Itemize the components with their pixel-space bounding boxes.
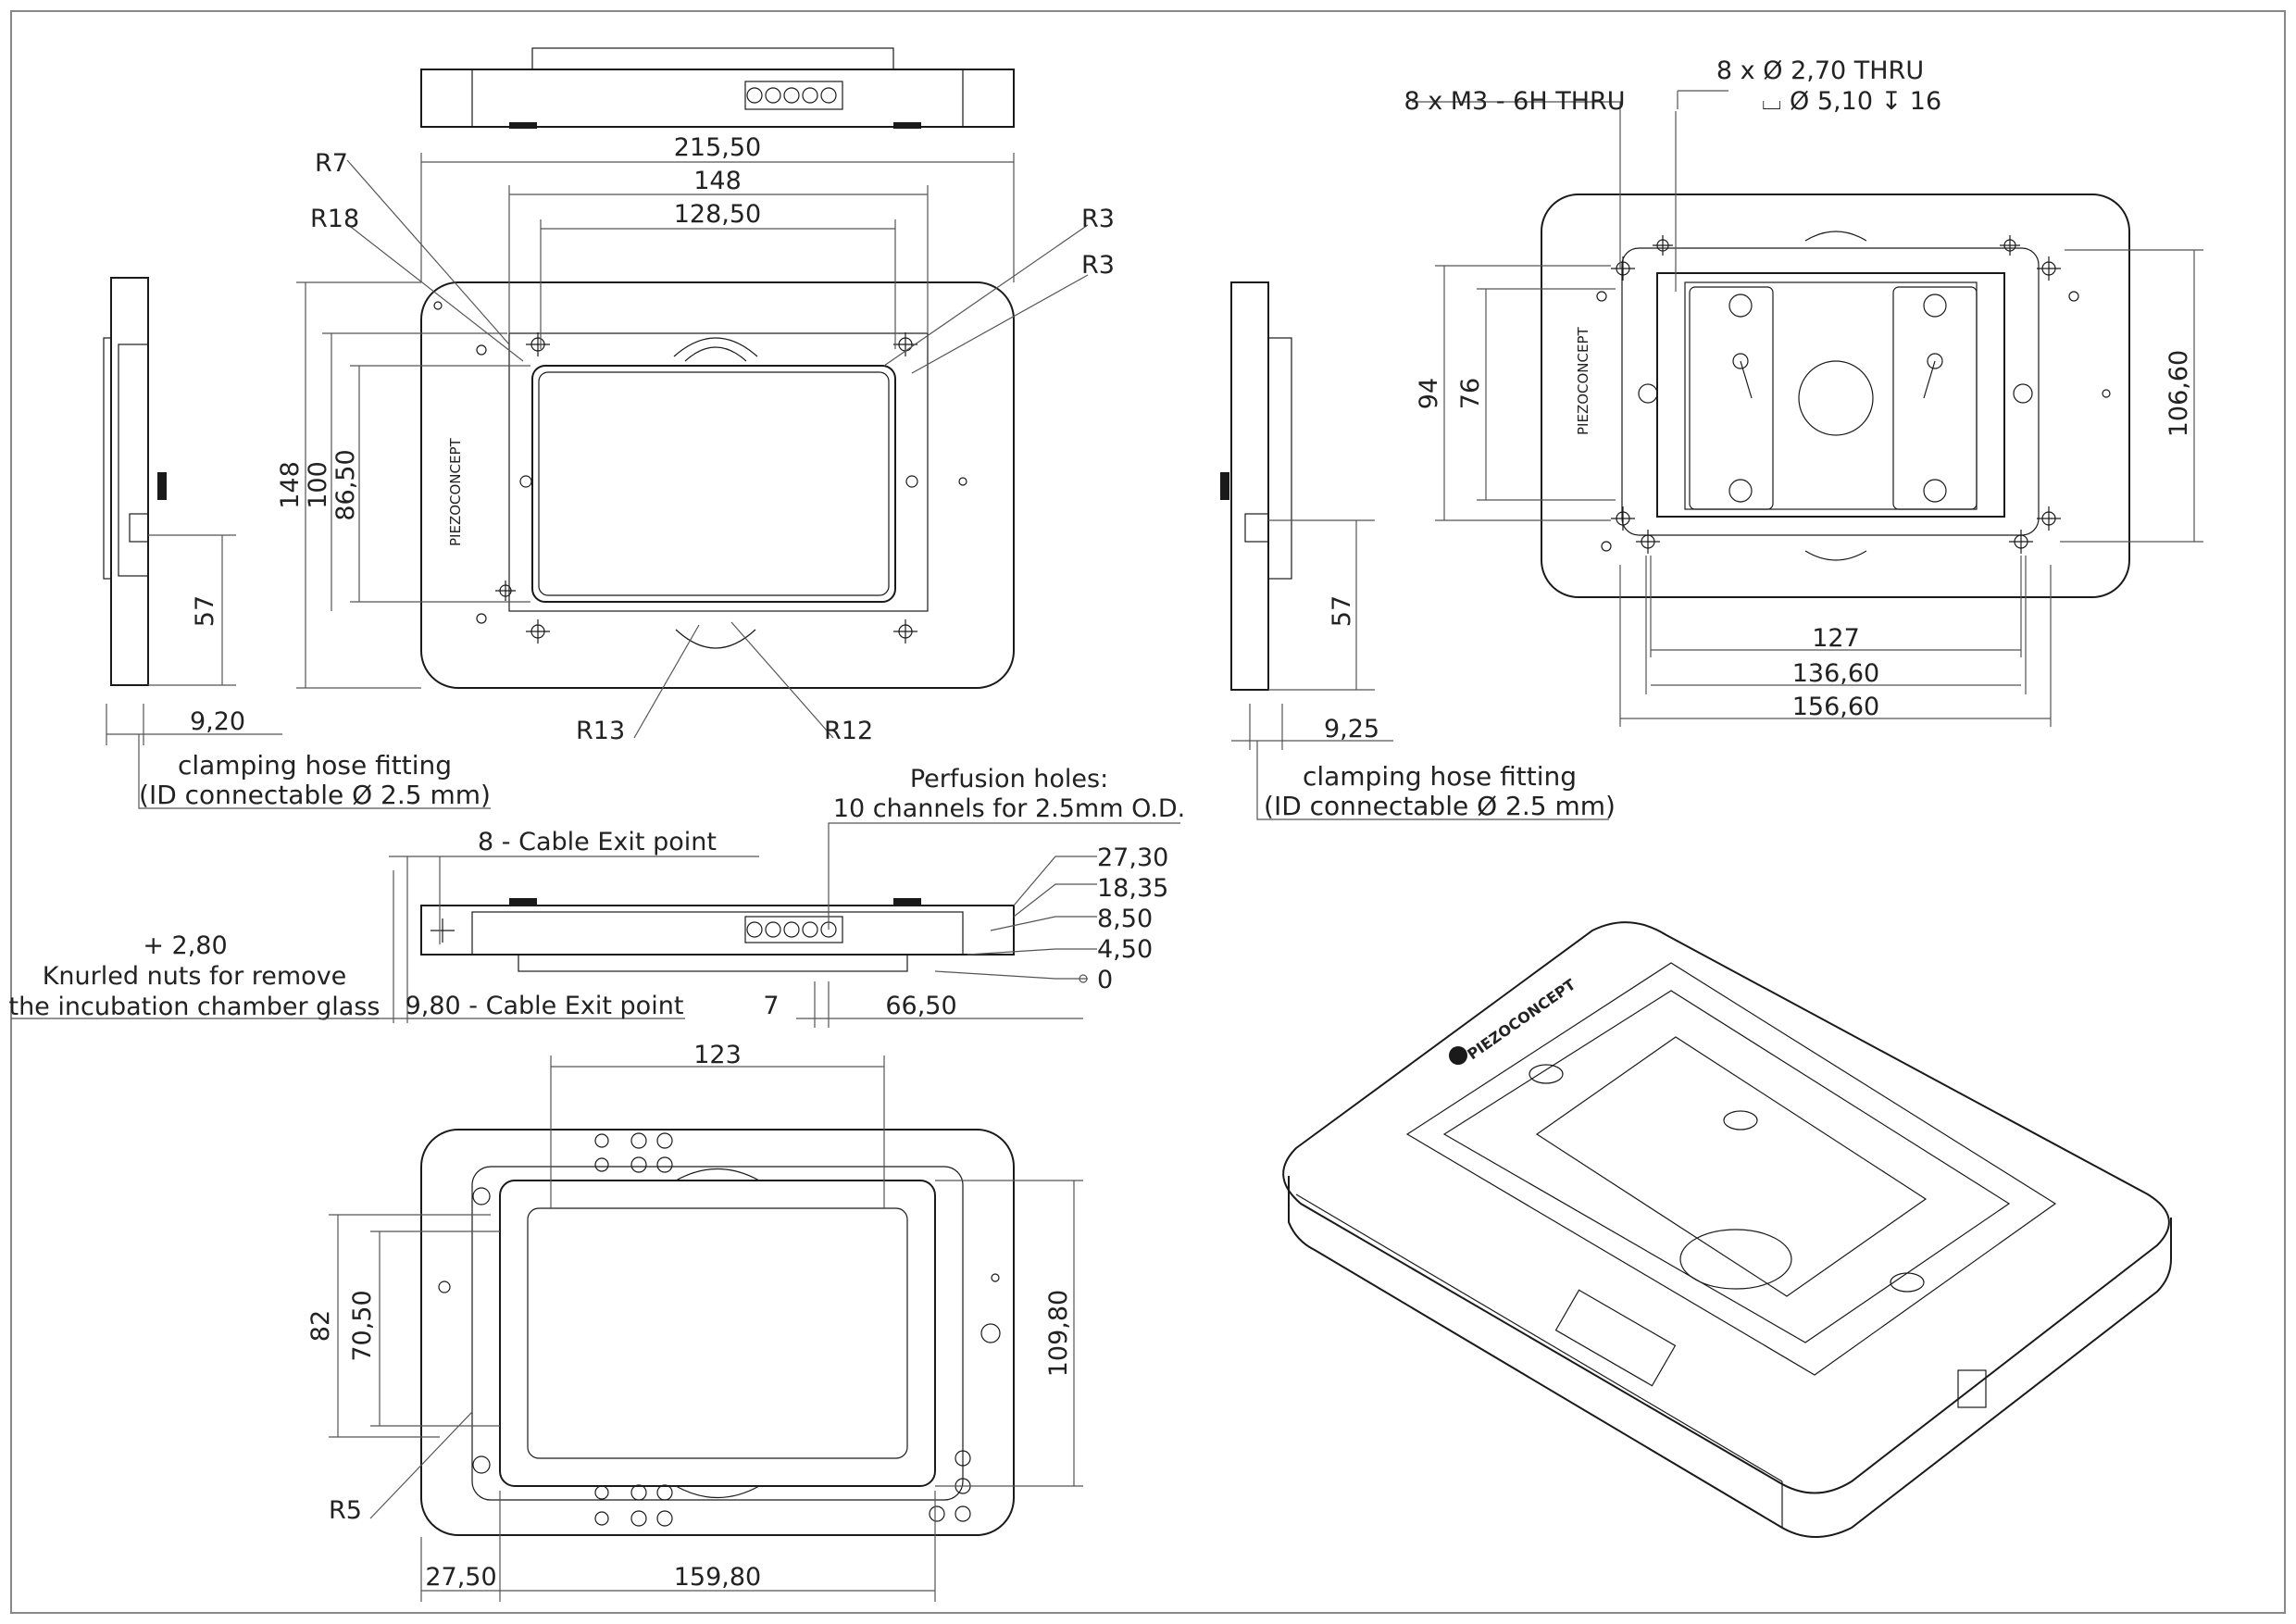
dim-136-60: 136,60 (1792, 659, 1879, 688)
dim-148-height: 148 (276, 461, 305, 509)
brand-label-right: PIEZOCONCEPT (1575, 326, 1591, 435)
cable-exit-bottom: 9,80 - Cable Exit point (406, 992, 684, 1020)
callout-threads: 8 x M3 - 6H THRU (1404, 87, 1625, 116)
dim-r7: R7 (315, 149, 348, 178)
callout-holes-b: ⌴ Ø 5,10 ↧ 16 (1762, 87, 1941, 116)
dim-106-60: 106,60 (2165, 350, 2193, 437)
dim-9-25: 9,25 (1324, 715, 1379, 743)
right-side-view: 57 9,25 clamping hose fitting (ID connec… (1220, 281, 1616, 821)
connector-block (744, 81, 843, 110)
dim-109-80: 109,80 (1044, 1290, 1073, 1377)
dim-27-50: 27,50 (425, 1563, 496, 1592)
dim-7: 7 (763, 992, 779, 1020)
bottom-hole-pattern (438, 1132, 1001, 1527)
dim-66-50: 66,50 (885, 992, 956, 1020)
dim-159-80: 159,80 (674, 1563, 761, 1592)
height-4-50: 4,50 (1097, 935, 1153, 964)
front-elevation-view: 8 - Cable Exit point 9,80 - Cable Exit p… (8, 765, 1185, 1028)
dim-76: 76 (1456, 378, 1485, 409)
dim-128-50: 128,50 (674, 200, 761, 229)
knurled-note-3: the incubation chamber glass (8, 993, 380, 1021)
dim-127: 127 (1812, 624, 1860, 653)
hose-note-left-1: clamping hose fitting (178, 750, 452, 781)
brand-label-iso: PIEZOCONCEPT (1464, 976, 1578, 1064)
dim-82: 82 (306, 1310, 335, 1342)
dim-148-width: 148 (693, 167, 742, 195)
dim-57-left: 57 (191, 595, 219, 627)
perfusion-note-1: Perfusion holes: (910, 765, 1108, 793)
knurled-note-1: + 2,80 (143, 931, 227, 960)
dim-70-50: 70,50 (348, 1290, 377, 1361)
height-27-30: 27,30 (1097, 843, 1168, 872)
perfusion-note-2: 10 channels for 2.5mm O.D. (833, 794, 1185, 823)
height-0: 0 (1097, 966, 1113, 994)
dim-9-20: 9,20 (190, 707, 245, 736)
dim-86-50: 86,50 (331, 449, 360, 520)
isometric-view: PIEZOCONCEPT (1282, 921, 2172, 1538)
dim-r12: R12 (824, 717, 873, 745)
height-18-35: 18,35 (1097, 874, 1168, 903)
dim-215-50: 215,50 (674, 133, 761, 162)
dim-100: 100 (304, 461, 332, 509)
top-right-plan-view: PIEZOCONCEPT 8 x Ø 2,70 THRU ⌴ Ø 5,10 ↧ … (1404, 56, 2203, 727)
left-side-view: 57 9,20 clamping hose fitting (ID connec… (103, 277, 491, 810)
knurled-note-2: Knurled nuts for remove (43, 962, 347, 991)
brand-label: PIEZOCONCEPT (447, 437, 464, 546)
height-8-50: 8,50 (1097, 905, 1153, 933)
sheet-border (10, 10, 2286, 1614)
hose-note-left-2: (ID connectable Ø 2.5 mm) (139, 780, 491, 810)
dim-r3-b: R3 (1081, 251, 1115, 280)
dim-r13: R13 (576, 717, 625, 745)
dim-123: 123 (693, 1041, 742, 1069)
hose-note-right-2: (ID connectable Ø 2.5 mm) (1264, 791, 1616, 821)
top-plan-view: PIEZOCONCEPT 215,50 148 128,50 148 100 8… (276, 47, 1115, 745)
dim-r5: R5 (329, 1496, 362, 1525)
bottom-view: 123 82 70,50 109,80 R5 27,50 159,80 (306, 1041, 1083, 1602)
dim-94: 94 (1415, 378, 1443, 409)
dim-r18: R18 (310, 205, 359, 233)
dim-156-60: 156,60 (1792, 693, 1879, 721)
callout-holes-a: 8 x Ø 2,70 THRU (1716, 56, 1924, 85)
cable-exit-top: 8 - Cable Exit point (478, 828, 717, 856)
dim-57-right: 57 (1328, 595, 1356, 627)
dim-r3-a: R3 (1081, 205, 1115, 233)
hose-note-right-1: clamping hose fitting (1303, 761, 1577, 792)
